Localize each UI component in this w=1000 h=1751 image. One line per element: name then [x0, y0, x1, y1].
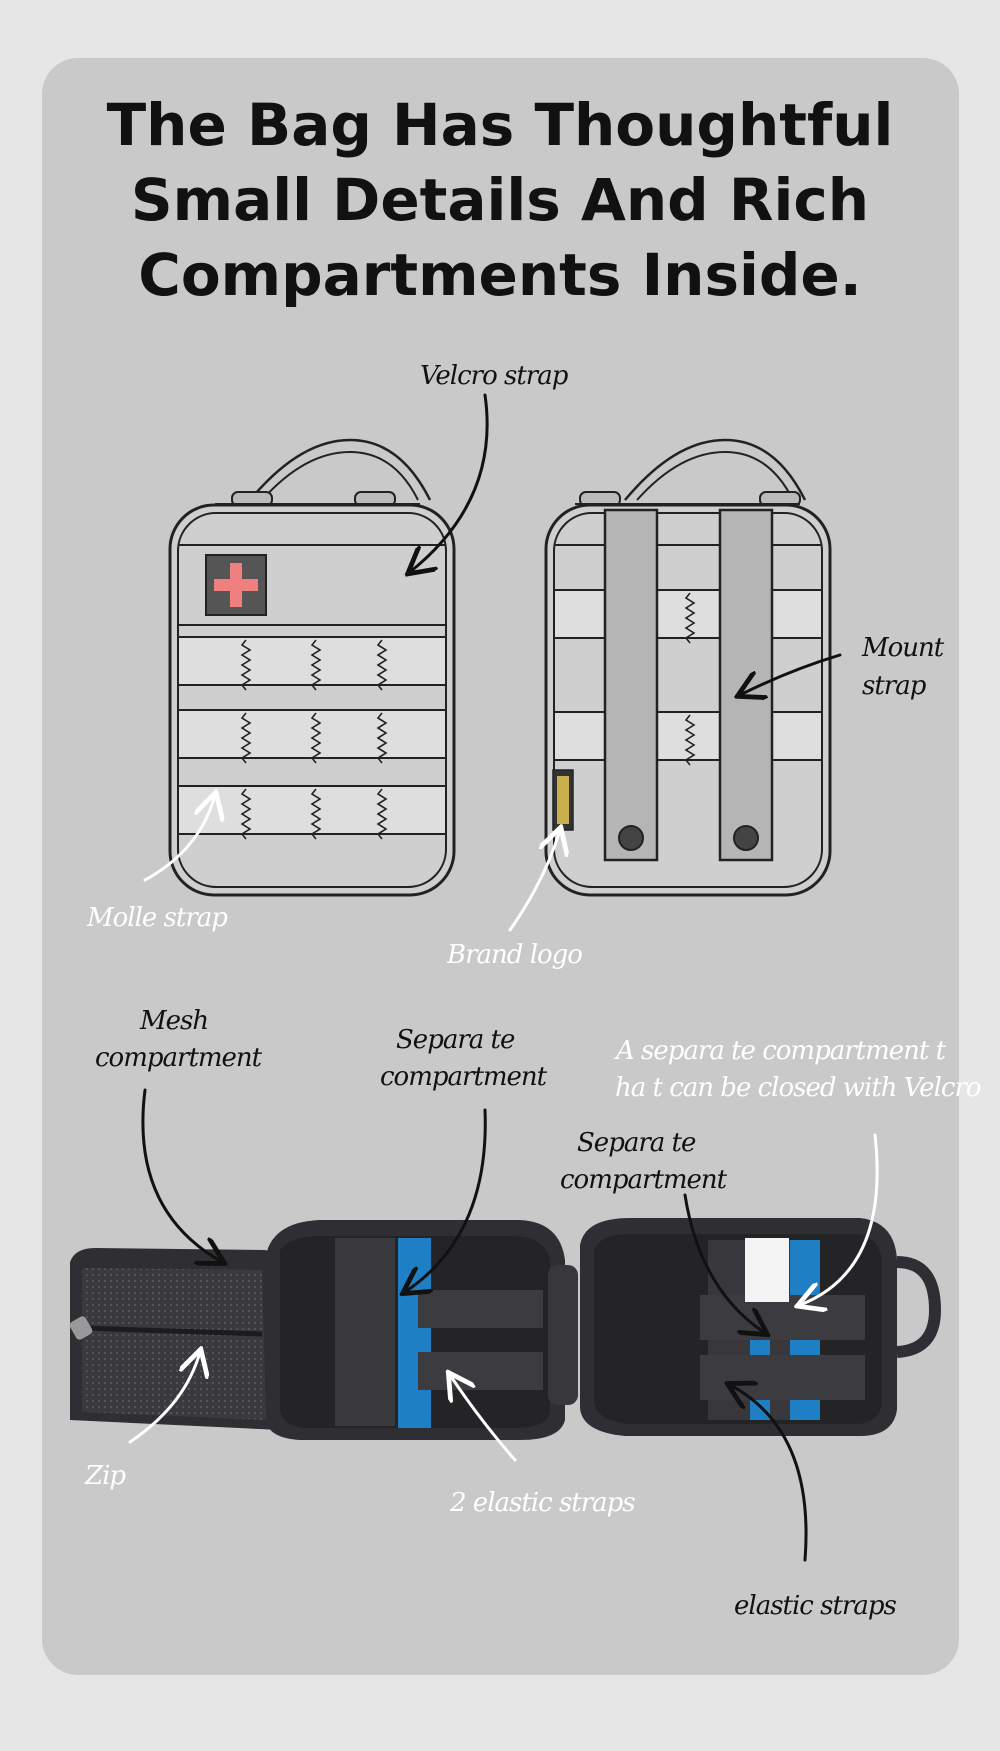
annotation-arrows — [128, 393, 879, 1562]
arrow-separate-compartment-a — [405, 1108, 487, 1292]
back-bag-drawing — [544, 438, 832, 897]
label-mesh-line1: Mesh — [140, 1006, 209, 1036]
label-velcro-strap: Velcro strap — [420, 361, 568, 391]
open-bag-photo — [69, 1218, 942, 1440]
arrow-mount-strap — [740, 653, 842, 695]
arrow-velcro-compartment — [800, 1133, 879, 1305]
title-line-3: Compartments Inside. — [138, 241, 862, 309]
label-two-elastic-straps: 2 elastic straps — [450, 1488, 636, 1518]
label-separate-b-line1: Separa te — [577, 1128, 696, 1158]
label-separate-a-line2: compartment — [380, 1062, 547, 1092]
arrow-zip — [128, 1352, 200, 1444]
arrow-elastic-straps — [730, 1385, 808, 1562]
page-title: The Bag Has Thoughtful Small Details And… — [0, 88, 1000, 313]
label-velcro-compartment-line1: A separa te compartment t — [616, 1036, 946, 1066]
arrow-velcro-strap — [410, 393, 489, 572]
label-zip: Zip — [85, 1461, 126, 1491]
label-molle-strap: Molle strap — [87, 903, 228, 933]
label-separate-a-line1: Separa te — [396, 1025, 515, 1055]
title-line-2: Small Details And Rich — [130, 166, 870, 234]
arrow-molle-strap — [143, 795, 215, 882]
arrow-mesh-compartment — [141, 1088, 222, 1262]
label-separate-b-line2: compartment — [560, 1165, 727, 1195]
arrow-brand-logo — [508, 830, 560, 932]
label-velcro-compartment-line2: ha t can be closed with Velcro — [615, 1073, 982, 1103]
label-mount-strap-line1: Mount — [862, 633, 944, 663]
label-mesh-line2: compartment — [95, 1043, 262, 1073]
front-bag-drawing — [168, 438, 456, 897]
label-mount-strap-line2: strap — [862, 671, 926, 701]
arrow-separate-compartment-b — [683, 1193, 765, 1333]
label-elastic-straps: elastic straps — [734, 1591, 897, 1621]
title-line-1: The Bag Has Thoughtful — [106, 91, 894, 159]
label-brand-logo: Brand logo — [447, 940, 583, 970]
arrow-two-elastic-straps — [450, 1375, 517, 1462]
